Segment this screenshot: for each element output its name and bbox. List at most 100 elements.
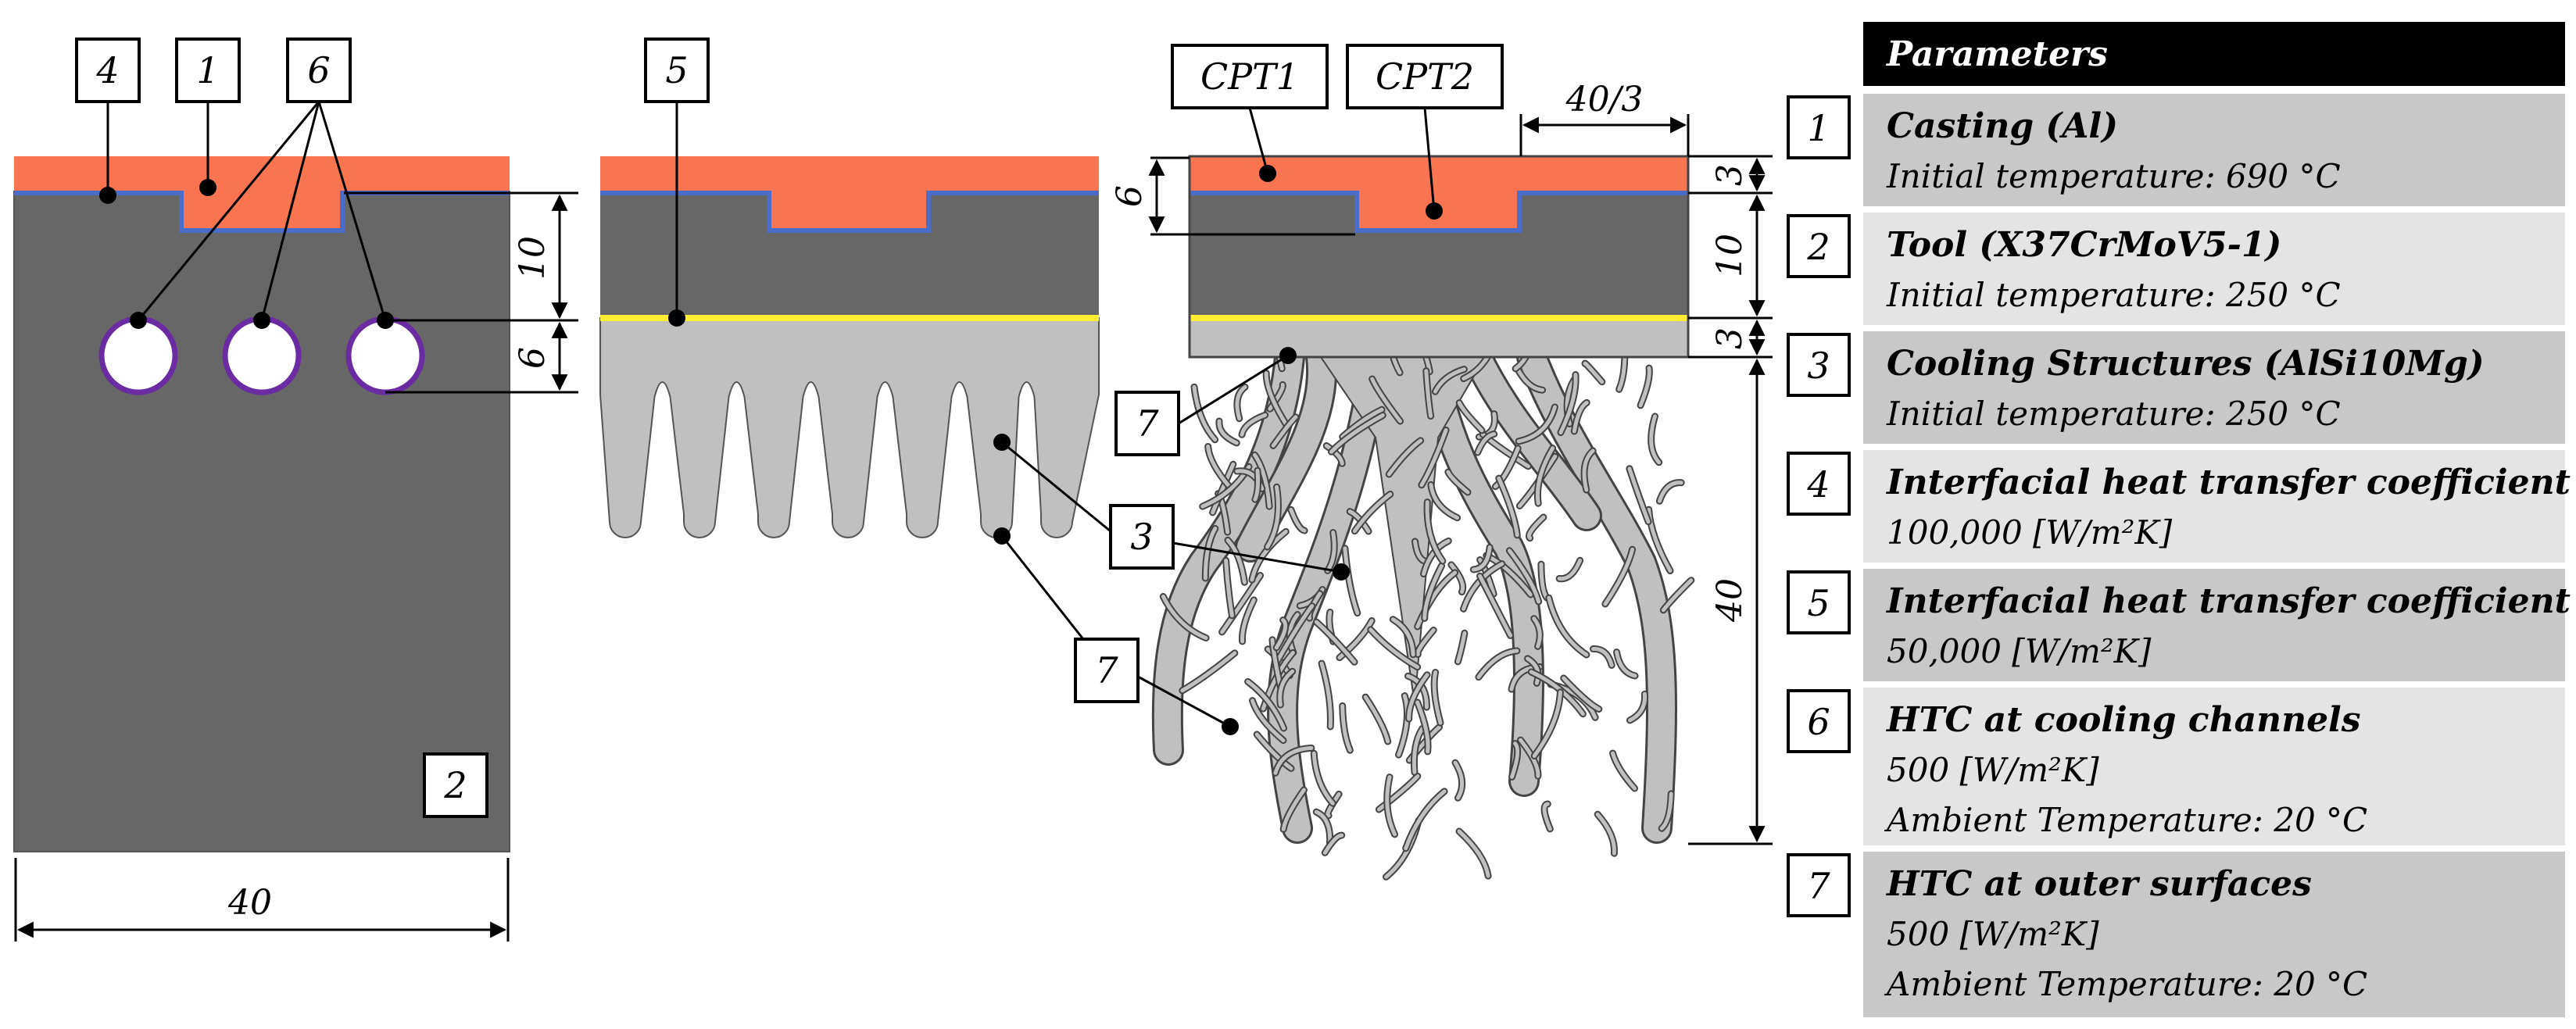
tree-twig [1432,670,1443,725]
interface-line-c1 [1190,191,1688,233]
parameter-row-bg [1863,450,2565,563]
tree-twig [1390,617,1415,657]
tree-twig [1343,546,1360,616]
parameter-title: Cooling Structures (AlSi10Mg) [1887,344,2485,384]
tree-twig [1476,648,1519,680]
parameter-row-bg [1863,569,2565,681]
tree-twig [1370,377,1402,423]
tree-twig [1352,492,1393,534]
tree-twig [1254,732,1293,770]
tool-block-a [13,191,510,852]
dimension-gap-6-label: 6 [513,347,553,369]
callout-cpt1-label: CPT1 [1200,55,1299,98]
casting-layer-b [600,156,1099,229]
panel-conventional-tool: 4 1 6 2 40 [13,38,578,941]
tree-twig [1493,446,1520,489]
parameter-value: Initial temperature: 250 °C [1886,276,2341,314]
cooling-plate-c [1189,317,1689,358]
callout-3: 3 [993,434,1350,581]
tree-twig [1363,695,1390,744]
callout-6-label: 6 [307,49,330,91]
tree-twig [1657,481,1683,503]
callout-1: 1 [175,38,241,196]
tree-twig [1661,578,1694,613]
callout-2: 2 [423,752,488,818]
casting-layer-a [14,156,510,229]
tree-trunk [1519,344,1675,841]
tree-twig [1572,400,1589,434]
callout-cpt2-label: CPT2 [1376,55,1474,98]
tree-twig [1324,444,1344,466]
parameter-number: 7 [1807,865,1830,907]
dimension-layer-3-bottom-label: 3 [1710,327,1750,349]
dimension-gap-6: 6 [385,321,578,394]
tree-twig [1591,646,1614,667]
parameter-value: Initial temperature: 250 °C [1886,395,2341,433]
parameter-number-box [1787,570,1851,634]
dimension-layer-3-top-label: 3 [1710,164,1750,186]
tree-twig [1415,628,1436,656]
callout-7-upper: 7 [1114,347,1297,456]
tree-twig [1515,366,1545,392]
tree-twig [1253,468,1261,502]
dimension-stack-right: 3 10 3 40 [1688,155,1773,845]
tree-twig [1603,547,1635,606]
tree-twig [1627,466,1651,524]
cooling-channel-1 [98,316,178,395]
tree-twig [1235,384,1247,421]
tree-twig [1422,563,1444,620]
tree-twig [1595,812,1616,856]
parameter-number-box [1787,333,1851,397]
tree-twig [1462,562,1504,611]
parameter-row-bg [1863,213,2565,325]
tree-twig [1347,509,1371,534]
cooling-channel-2 [222,316,302,395]
tree-twig [1192,384,1218,442]
tree-twig [1250,699,1286,743]
tree-twig [1270,638,1283,690]
tree-twig [1535,446,1555,506]
callout-6: 6 [130,38,394,329]
parameter-number-box [1787,214,1851,278]
tree-twig [1558,373,1578,434]
callout-7-lower-label: 7 [1095,649,1118,691]
tree-twig [1397,694,1409,757]
tree-twig [1615,650,1637,678]
tree-twig [1240,598,1256,644]
tree-twig [1471,545,1492,572]
dimension-height-40-label: 40 [1710,578,1750,623]
tree-twig [1274,618,1288,650]
dimension-fraction-40-3: 40/3 [1519,80,1690,156]
tree-twig [1649,414,1662,465]
parameter-value: 100,000 [W/m²K] [1887,513,2173,552]
tree-twig [1386,438,1423,477]
panel-fin-structure: 5 [599,38,1100,538]
tree-twig [1271,415,1298,448]
parameter-number: 6 [1807,701,1830,743]
panel-tree-structure: CPT1 CPT2 3 7 7 [993,44,1773,881]
callout-7-upper-label: 7 [1136,402,1159,445]
tree-twig [1404,789,1447,851]
tree-trunk [1464,344,1600,529]
tree-twig [1322,833,1344,855]
callout-7-lower: 7 [993,527,1239,735]
parameter-title: Tool (X37CrMoV5-1) [1887,225,2281,265]
tree-twig [1220,573,1262,634]
dimension-layer-10-label: 10 [1710,234,1750,277]
tree-twig [1547,595,1589,657]
tree-twig [1628,691,1648,723]
parameter-number-box [1787,853,1851,917]
tree-twig [1326,531,1336,573]
parameters-header: Parameters [1885,34,2108,74]
tree-twig [1455,631,1467,664]
tree-twig [1415,570,1458,629]
parameter-value: Ambient Temperature: 20 °C [1884,801,2367,839]
tree-twig [1582,448,1595,492]
dimension-width-40: 40 [14,858,510,941]
tree-twig [1340,703,1352,752]
tree-twig [1542,802,1552,831]
tree-twig [1329,413,1385,454]
parameter-value: 500 [W/m²K] [1887,751,2099,789]
tree-twig [1311,751,1335,806]
parameter-number: 1 [1807,107,1830,149]
